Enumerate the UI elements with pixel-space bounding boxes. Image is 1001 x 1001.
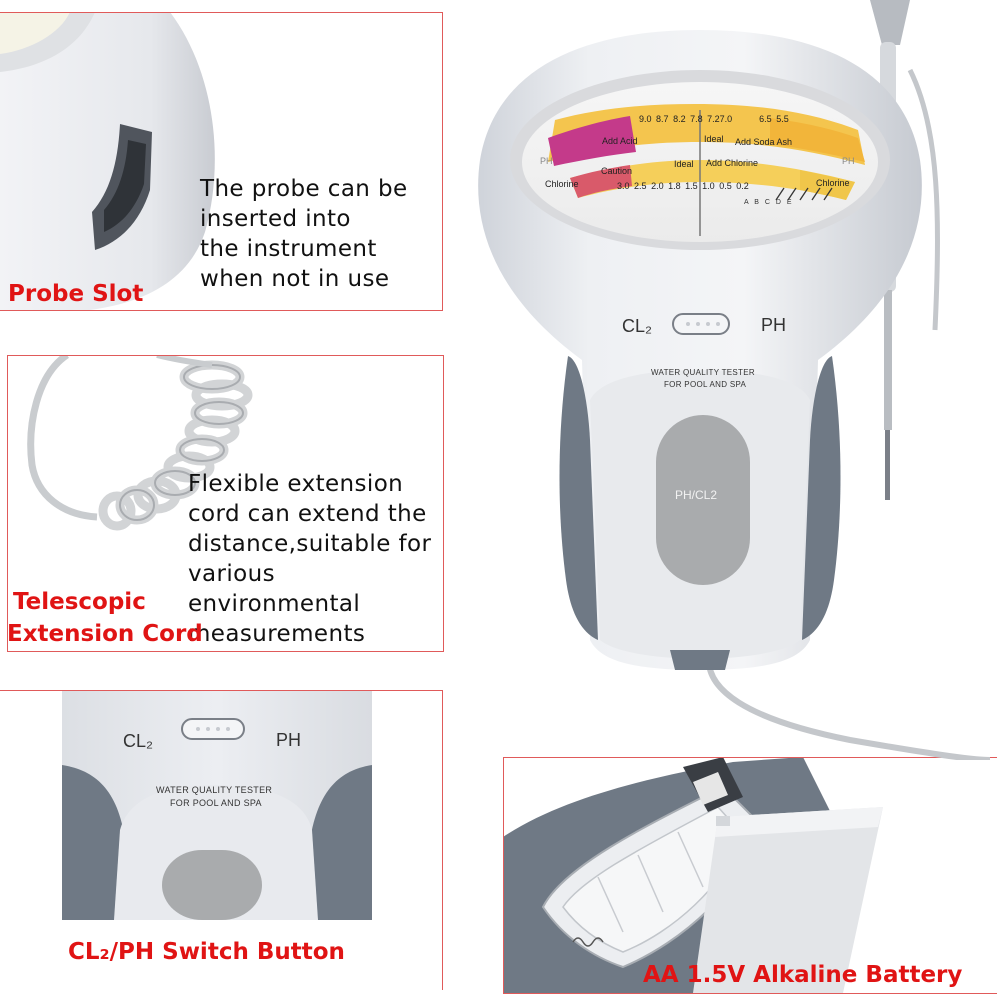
dial-lower-zone-3: Add Chlorine	[706, 158, 759, 168]
ph-tick-label: 8.7	[656, 114, 669, 124]
battery-panel: AA 1.5V Alkaline Battery	[503, 757, 997, 993]
switch-tester-line-2: FOR POOL AND SPA	[170, 798, 262, 808]
extension-cord-panel: Flexible extension cord can extend the d…	[7, 355, 443, 651]
ph-tick-label: 7.8	[690, 114, 703, 124]
cord-desc-line-2: cord can extend the	[188, 501, 427, 527]
cord-desc-line-1: Flexible extension	[188, 471, 404, 497]
device-window-label: PH/CL2	[675, 488, 718, 502]
cl-tick-label: 1.0	[702, 181, 715, 191]
cl-tick-label: 1.5	[685, 181, 698, 191]
dial-upper-zone-2: Ideal	[704, 134, 724, 144]
cord-callout-line-1: Telescopic	[13, 589, 146, 615]
switch-button-callout: CL₂/PH Switch Button	[68, 939, 345, 965]
dial-letter: D	[775, 199, 781, 206]
dial-chlorine-scale: 3.0 2.5 2.0 1.8 1.5 1.0 0.5 0.2	[617, 181, 749, 191]
probe-slot-callout: Probe Slot	[8, 281, 144, 307]
probe-slot-desc-line-1: The probe can be	[200, 176, 408, 202]
dial-right-chlorine: Chlorine	[816, 178, 850, 188]
probe-slot-desc-line-2: inserted into	[200, 206, 351, 232]
dial-letter: C	[764, 199, 770, 206]
probe-slot-photo	[0, 12, 215, 310]
coiled-cord-photo	[27, 355, 253, 531]
device-ph-label: PH	[761, 315, 787, 335]
switch-tester-line-1: WATER QUALITY TESTER	[156, 785, 273, 795]
dial-letter: B	[754, 199, 759, 206]
cl-tick-label: 2.0	[651, 181, 664, 191]
probe-slot-desc-line-4: when not in use	[200, 266, 390, 292]
dial-upper-zone-1: Add Acid	[602, 136, 638, 146]
device-cl2-label: CL₂	[622, 316, 652, 336]
switch-cl2-label: CL₂	[123, 731, 153, 751]
cord-desc-line-3: distance,suitable for	[188, 531, 432, 557]
cl-tick-label: 1.8	[668, 181, 681, 191]
device-tester-line-1: WATER QUALITY TESTER	[651, 368, 755, 377]
switch-ph-label: PH	[276, 730, 302, 750]
dial-left-ph: PH	[540, 156, 553, 166]
ph-tick-label: 7.2	[707, 114, 720, 124]
dial-right-ph: PH	[842, 156, 855, 166]
ph-tick-label: 5.5	[776, 114, 789, 124]
dial-lower-zone-1: Caution	[601, 166, 633, 176]
cord-callout-line-2: Extension Cord	[7, 621, 203, 647]
ph-tick-label: 8.2	[673, 114, 686, 124]
ph-tick-label: 9.0	[639, 114, 652, 124]
cl-tick-label: 2.5	[634, 181, 647, 191]
dial-upper-zone-3: Add Soda Ash	[735, 137, 793, 147]
water-tester-device	[478, 0, 990, 760]
device-tester-line-2: FOR POOL AND SPA	[664, 380, 747, 389]
dial-lower-zone-2: Ideal	[674, 159, 694, 169]
probe-slot-desc-line-3: the instrument	[200, 236, 377, 262]
cord-desc-line-5: measurements	[188, 621, 366, 647]
battery-callout: AA 1.5V Alkaline Battery	[643, 962, 963, 988]
ph-tick-label: 7.0	[719, 114, 733, 124]
dial-left-chlorine: Chlorine	[545, 179, 579, 189]
battery-compartment-photo	[503, 757, 997, 993]
switch-button-panel: CL₂ PH WATER QUALITY TESTER FOR POOL AND…	[0, 690, 443, 990]
cl-tick-label: 0.5	[719, 181, 732, 191]
probe-slot-panel: The probe can be inserted into the instr…	[0, 12, 443, 310]
switch-closeup-photo	[62, 690, 372, 920]
dial-letter: E	[786, 199, 792, 206]
cl-tick-label: 0.2	[736, 181, 749, 191]
dial-ph-scale: 9.0 8.7 8.2 7.8 7.27.0 6.5 5.5	[639, 114, 789, 124]
cl-tick-label: 3.0	[617, 181, 630, 191]
dial-letter: A	[744, 199, 749, 206]
cord-desc-line-4: various environmental	[188, 561, 361, 617]
ph-tick-label: 6.5	[759, 114, 772, 124]
dial-letters: A B C D E	[744, 199, 792, 206]
